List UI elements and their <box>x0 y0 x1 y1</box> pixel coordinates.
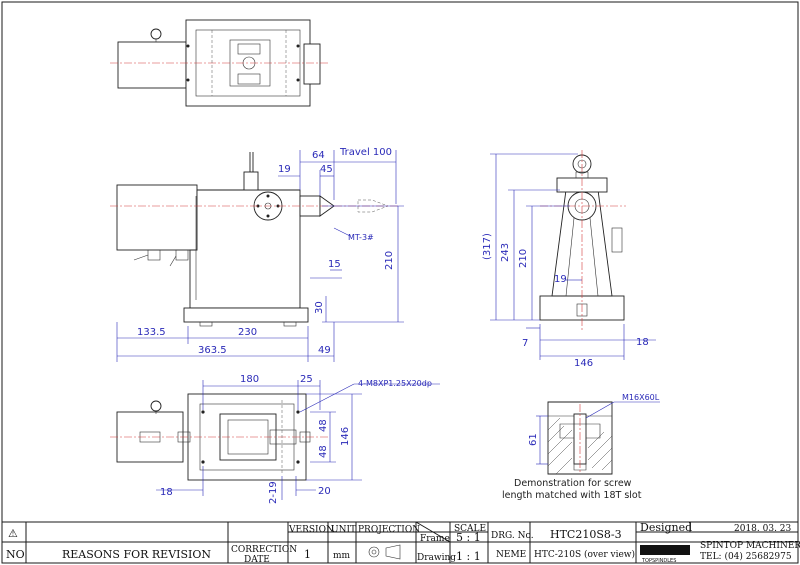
date-value: 2018. 03. 23 <box>734 524 792 534</box>
caption-line-2: length matched with 18T slot <box>502 490 642 501</box>
front-view-dimensions: (317) 243 210 19 7 18 146 <box>482 153 656 369</box>
dim-15: 15 <box>328 259 341 270</box>
dim-230: 230 <box>238 327 257 338</box>
top-view <box>110 19 330 107</box>
dim-48-a: 48 <box>318 419 329 432</box>
date-label: DATE <box>244 555 270 565</box>
bottom-view-dimensions: 180 25 4-M8XP1.25X20dp 48 48 146 18 2-19… <box>156 374 440 504</box>
screw-detail: M16X60L 61 Demonstration for screw lengt… <box>502 393 660 501</box>
dim-19-front: 19 <box>554 274 567 285</box>
scale-drawing: 1 : 1 <box>456 550 481 563</box>
dim-133-5: 133.5 <box>137 327 166 338</box>
drawing-label: Drawing <box>417 553 456 563</box>
drg-no-value: HTC210S8-3 <box>550 528 622 541</box>
dim-317: (317) <box>482 233 493 260</box>
dim-mt3: MT-3# <box>348 233 374 242</box>
dim-146-bottom: 146 <box>340 427 351 446</box>
dim-25: 25 <box>300 374 313 385</box>
name-value: HTC-210S (over view) <box>534 549 635 560</box>
bolt-label: M16X60L <box>622 393 660 402</box>
dim-45: 45 <box>320 164 333 175</box>
dim-18-bottom: 18 <box>160 487 173 498</box>
no-label: NO <box>6 548 25 561</box>
dim-7: 7 <box>522 338 528 349</box>
dim-20: 20 <box>318 486 331 497</box>
scale-frame: 5 : 1 <box>456 531 481 544</box>
title-block: ⚠ NO REASONS FOR REVISION CORRECTION DAT… <box>2 521 800 565</box>
name-label: NEME <box>496 550 526 560</box>
unit-value: mm <box>333 551 351 561</box>
projection-symbol-icon <box>368 544 401 560</box>
dim-18-front: 18 <box>636 337 649 348</box>
version-label: VERSION <box>288 525 334 535</box>
dim-holes: 4-M8XP1.25X20dp <box>358 379 432 388</box>
designed-label: Designed <box>640 521 692 534</box>
front-view <box>539 150 626 330</box>
company-tel: TEL: (04) 25682975 <box>700 551 792 562</box>
dim-19: 19 <box>278 164 291 175</box>
dim-210-front: 210 <box>518 249 529 268</box>
dim-2-19: 2-19 <box>268 481 279 504</box>
dim-64: 64 <box>312 150 325 161</box>
drg-no-label: DRG. No. <box>491 531 534 541</box>
dim-146-front: 146 <box>574 358 593 369</box>
correction-label: CORRECTION <box>231 545 297 555</box>
side-view-dimensions: 64 Travel 100 19 45 MT-3# 15 210 30 49 1… <box>116 147 404 362</box>
dim-363-5: 363.5 <box>198 345 227 356</box>
dim-30: 30 <box>314 301 325 314</box>
frame-label: Frame <box>420 534 450 544</box>
dim-210: 210 <box>384 251 395 270</box>
dim-49: 49 <box>318 345 331 356</box>
dim-48-b: 48 <box>318 445 329 458</box>
logo-text: TOPSPINDLES <box>641 558 676 564</box>
dim-243: 243 <box>500 243 511 262</box>
projection-label: PROJECTION <box>358 525 420 535</box>
scale-label: SCALE <box>454 524 486 534</box>
side-view <box>110 152 400 327</box>
company-logo: TOPSPINDLES <box>640 545 690 564</box>
dim-travel: Travel 100 <box>339 147 392 158</box>
caption-line-1: Demonstration for screw <box>514 478 632 489</box>
bottom-view <box>110 393 330 481</box>
company-name: SPINTOP MACHINERY CO., LTD. <box>700 541 800 551</box>
reasons-label: REASONS FOR REVISION <box>62 548 211 561</box>
dim-180: 180 <box>240 374 259 385</box>
warning-icon: ⚠ <box>8 527 18 540</box>
version-value: 1 <box>304 548 311 561</box>
unit-label: UNIT <box>331 525 356 535</box>
dim-61: 61 <box>528 433 539 446</box>
